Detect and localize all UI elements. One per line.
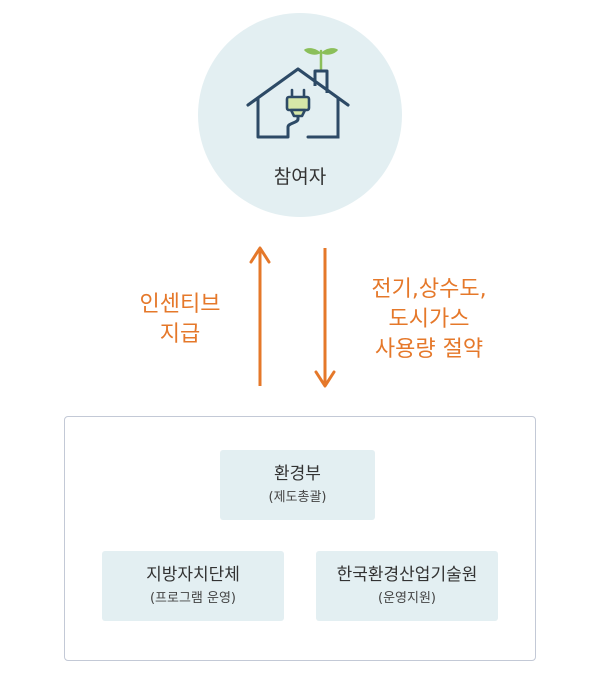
saving-label-line-3: 사용량 절약 <box>374 337 484 362</box>
incentive-label-line-2: 지급 <box>159 322 201 347</box>
participant-circle: 참여자 <box>198 13 402 217</box>
local-government-name: 지방자치단체 <box>146 565 240 585</box>
keiti-name: 한국환경산업기술원 <box>336 565 478 585</box>
saving-label: 전기,상수도, 도시가스 사용량 절약 <box>339 275 519 365</box>
participant-label: 참여자 <box>273 166 327 188</box>
ministry-name: 환경부 <box>274 464 321 484</box>
keiti-box: 한국환경산업기술원 (운영지원) <box>316 551 498 621</box>
house-with-plug-icon <box>246 48 350 139</box>
incentive-label-line-1: 인센티브 <box>139 292 221 317</box>
ministry-role: (제도총괄) <box>268 490 327 505</box>
local-government-box: 지방자치단체 (프로그램 운영) <box>102 551 284 621</box>
saving-label-line-2: 도시가스 <box>388 307 470 332</box>
incentive-arrow-up <box>249 246 271 386</box>
local-government-role: (프로그램 운영) <box>149 591 237 606</box>
saving-label-line-1: 전기,상수도, <box>371 277 487 302</box>
keiti-role: (운영지원) <box>378 591 436 606</box>
saving-arrow-down <box>314 248 336 388</box>
incentive-label: 인센티브 지급 <box>122 290 238 350</box>
ministry-box: 환경부 (제도총괄) <box>220 450 375 520</box>
